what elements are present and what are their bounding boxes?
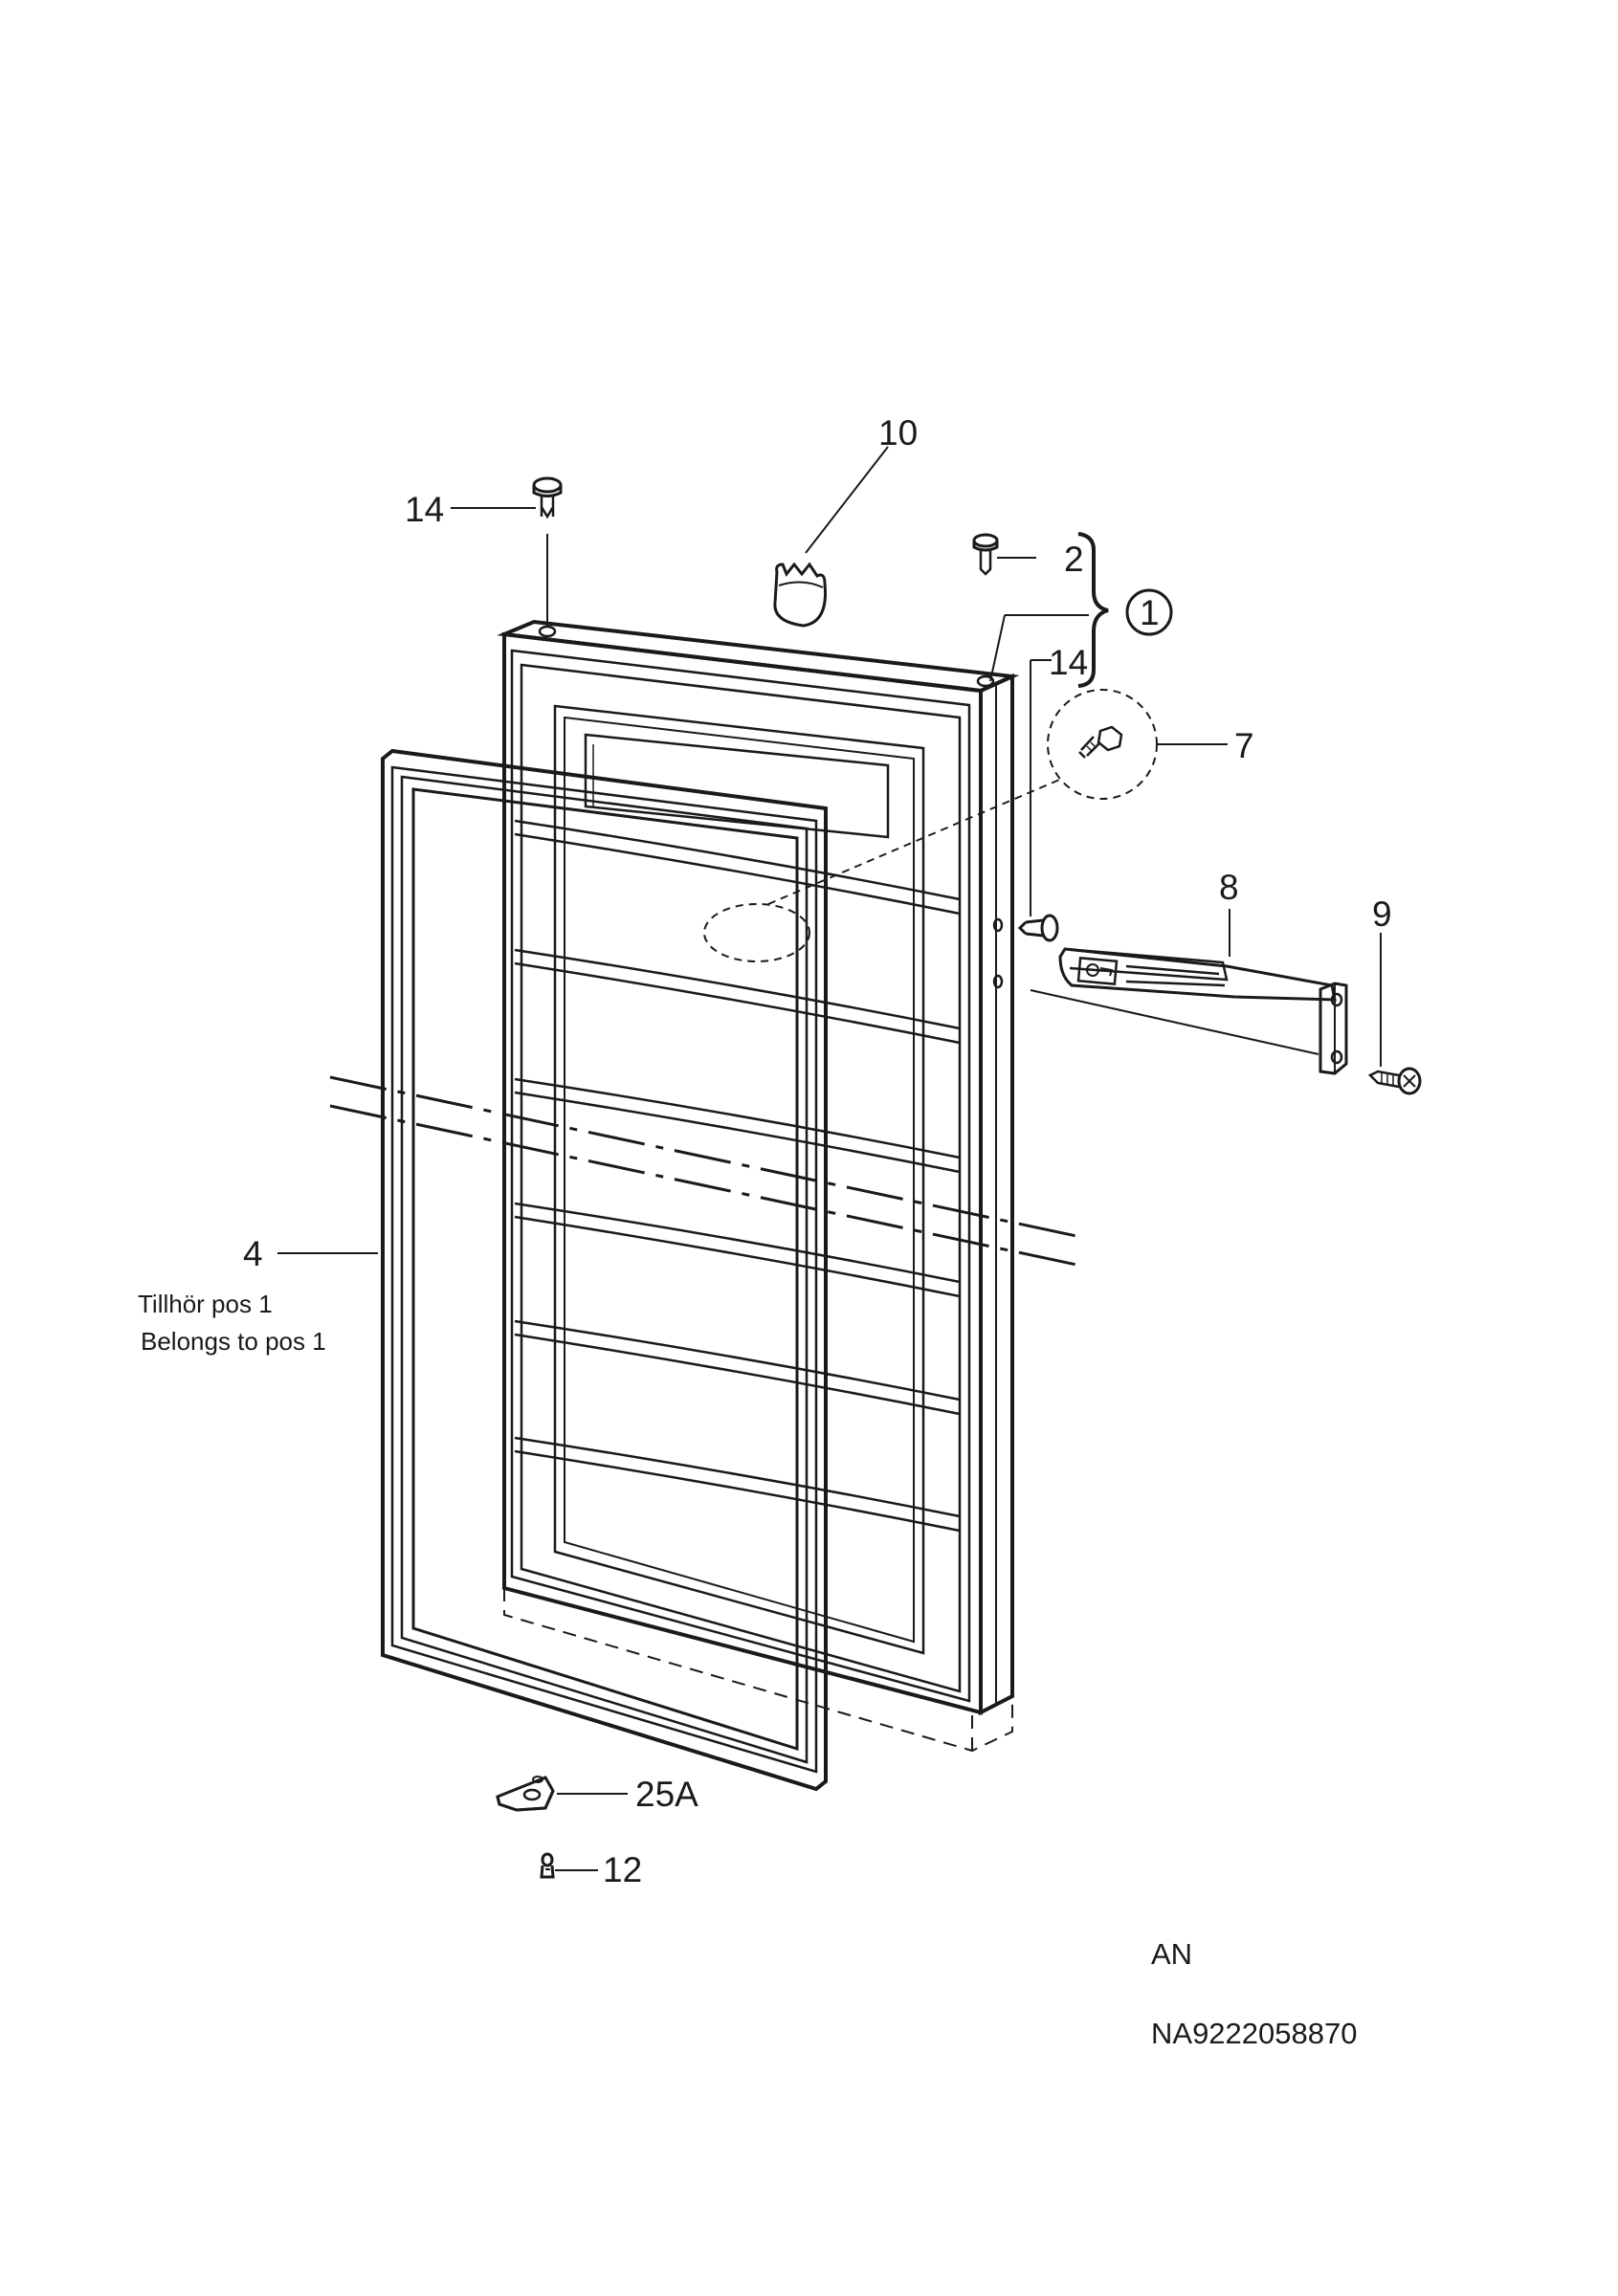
callout-9: 9 [1372, 894, 1392, 934]
callout-labels: 10 14 2 1 14 7 8 9 4 25A 12 [243, 413, 1392, 1889]
callout-12: 12 [603, 1850, 642, 1889]
part-number: NA9222058870 [1151, 2017, 1357, 2050]
callout-7: 7 [1234, 726, 1254, 765]
clip-icon [540, 1852, 555, 1879]
hinge-pin-icon [532, 476, 563, 519]
callout-4: 4 [243, 1234, 263, 1273]
side-pin-icon [1017, 914, 1059, 942]
callout-1: 1 [1140, 593, 1160, 632]
break-lines [329, 1075, 1077, 1267]
footer: AN NA9222058870 [1151, 1937, 1357, 2050]
hinge-pin-icon [972, 533, 999, 576]
notes: Tillhör pos 1 Belongs to pos 1 [138, 1290, 326, 1356]
door-gasket [381, 748, 828, 1792]
screw-icon [1367, 1067, 1422, 1095]
leader-lines [277, 446, 1382, 1871]
callout-14-top: 14 [405, 490, 444, 529]
variant-code: AN [1151, 1937, 1192, 1971]
note-swedish: Tillhör pos 1 [138, 1290, 273, 1318]
bottom-bracket-icon [496, 1776, 555, 1812]
note-english: Belongs to pos 1 [141, 1327, 326, 1356]
callout-2: 2 [1064, 540, 1084, 579]
callout-10: 10 [878, 413, 918, 453]
door-handle-icon [1058, 947, 1348, 1075]
cover-cap-icon [773, 562, 828, 628]
callout-14-right: 14 [1049, 643, 1088, 682]
callout-8: 8 [1219, 868, 1239, 907]
group-brace [1077, 532, 1109, 688]
screw-icon [1078, 725, 1123, 759]
callout-25a: 25A [635, 1775, 698, 1814]
assembly-callout-circle [1125, 588, 1173, 636]
